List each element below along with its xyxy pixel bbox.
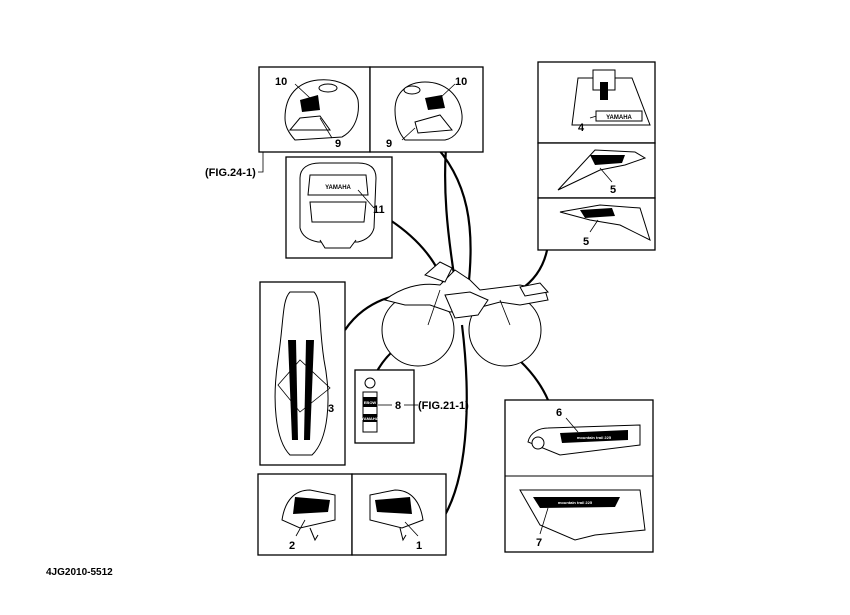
decal-yamaha-headlight: YAMAHA bbox=[325, 185, 351, 191]
side-cover-lower-box: 5 bbox=[537, 197, 656, 251]
callout-6: 6 bbox=[556, 407, 562, 419]
decal-mountain-trail-upper: mountain trail 225 bbox=[577, 435, 612, 440]
fork-guard-box: 2 1 bbox=[257, 473, 447, 556]
callout-9-left: 9 bbox=[335, 138, 341, 150]
decal-yamaha-shroud: YAMAHA bbox=[606, 115, 632, 121]
callout-10-left: 10 bbox=[275, 76, 287, 88]
callout-9-right: 9 bbox=[386, 138, 392, 150]
side-panel-decal-box: mountain trail 225 6 mountain trail 225 … bbox=[504, 399, 654, 553]
side-cover-upper-box: 5 bbox=[537, 142, 656, 199]
headlight-cowl-box: YAMAHA 11 bbox=[285, 156, 393, 259]
callout-3: 3 bbox=[328, 403, 334, 415]
motorcycle-illustration bbox=[381, 261, 549, 367]
callout-11: 11 bbox=[373, 204, 385, 216]
figure-reference-24-1: (FIG.24-1) bbox=[205, 167, 256, 179]
callout-8: 8 bbox=[395, 400, 401, 412]
callout-10-right: 10 bbox=[455, 76, 467, 88]
decal-yamaha-shock: YAMAHA bbox=[361, 416, 378, 421]
callout-7: 7 bbox=[536, 537, 542, 549]
callout-5-lower: 5 bbox=[583, 236, 589, 248]
tank-left-box: 10 9 bbox=[258, 66, 371, 153]
callout-1: 1 bbox=[416, 540, 422, 552]
tank-right-box: 10 9 bbox=[369, 66, 484, 153]
figure-reference-21-1: (FIG.21-1) bbox=[418, 400, 469, 412]
shock-decal-box: EBOW YAMAHA 8 bbox=[354, 369, 415, 444]
decal-mountain-trail-lower: mountain trail 225 bbox=[558, 500, 593, 505]
diagram-code: 4JG2010-5512 bbox=[46, 567, 113, 578]
callout-2: 2 bbox=[289, 540, 295, 552]
seat-box: 3 bbox=[259, 281, 346, 466]
callout-4: 4 bbox=[578, 122, 585, 134]
callout-5-upper: 5 bbox=[610, 184, 616, 196]
decal-ebow: EBOW bbox=[364, 400, 377, 405]
front-shroud-box: YAMAHA 4 bbox=[537, 61, 656, 144]
